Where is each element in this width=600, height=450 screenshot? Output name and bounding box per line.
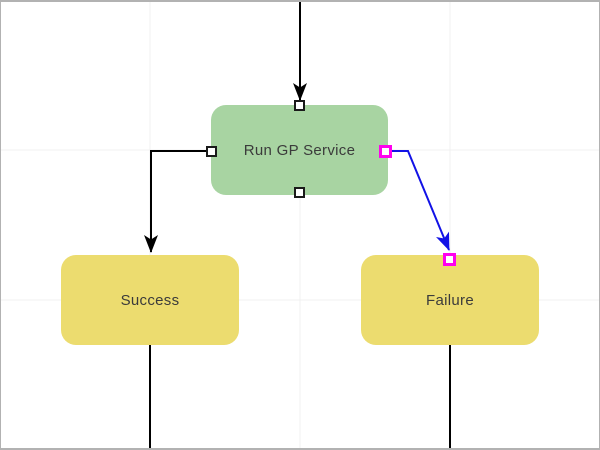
node-run-gp-service-label: Run GP Service	[243, 141, 356, 159]
node-failure[interactable]: Failure	[361, 253, 539, 345]
connection-port-top[interactable]	[294, 100, 305, 111]
connection-port-left[interactable]	[206, 146, 217, 157]
connector-run-gp-to-failure-selected[interactable]	[392, 150, 450, 251]
connector-run-gp-to-success[interactable]	[144, 150, 212, 253]
connection-port-right-selected[interactable]	[379, 145, 392, 158]
node-success-label: Success	[120, 291, 180, 309]
connection-port-bottom[interactable]	[294, 187, 305, 198]
node-failure-label: Failure	[426, 291, 474, 309]
node-success[interactable]: Success	[61, 255, 239, 345]
node-run-gp-service[interactable]: Run GP Service	[206, 100, 392, 198]
connection-port-failure-top-selected[interactable]	[443, 253, 456, 266]
